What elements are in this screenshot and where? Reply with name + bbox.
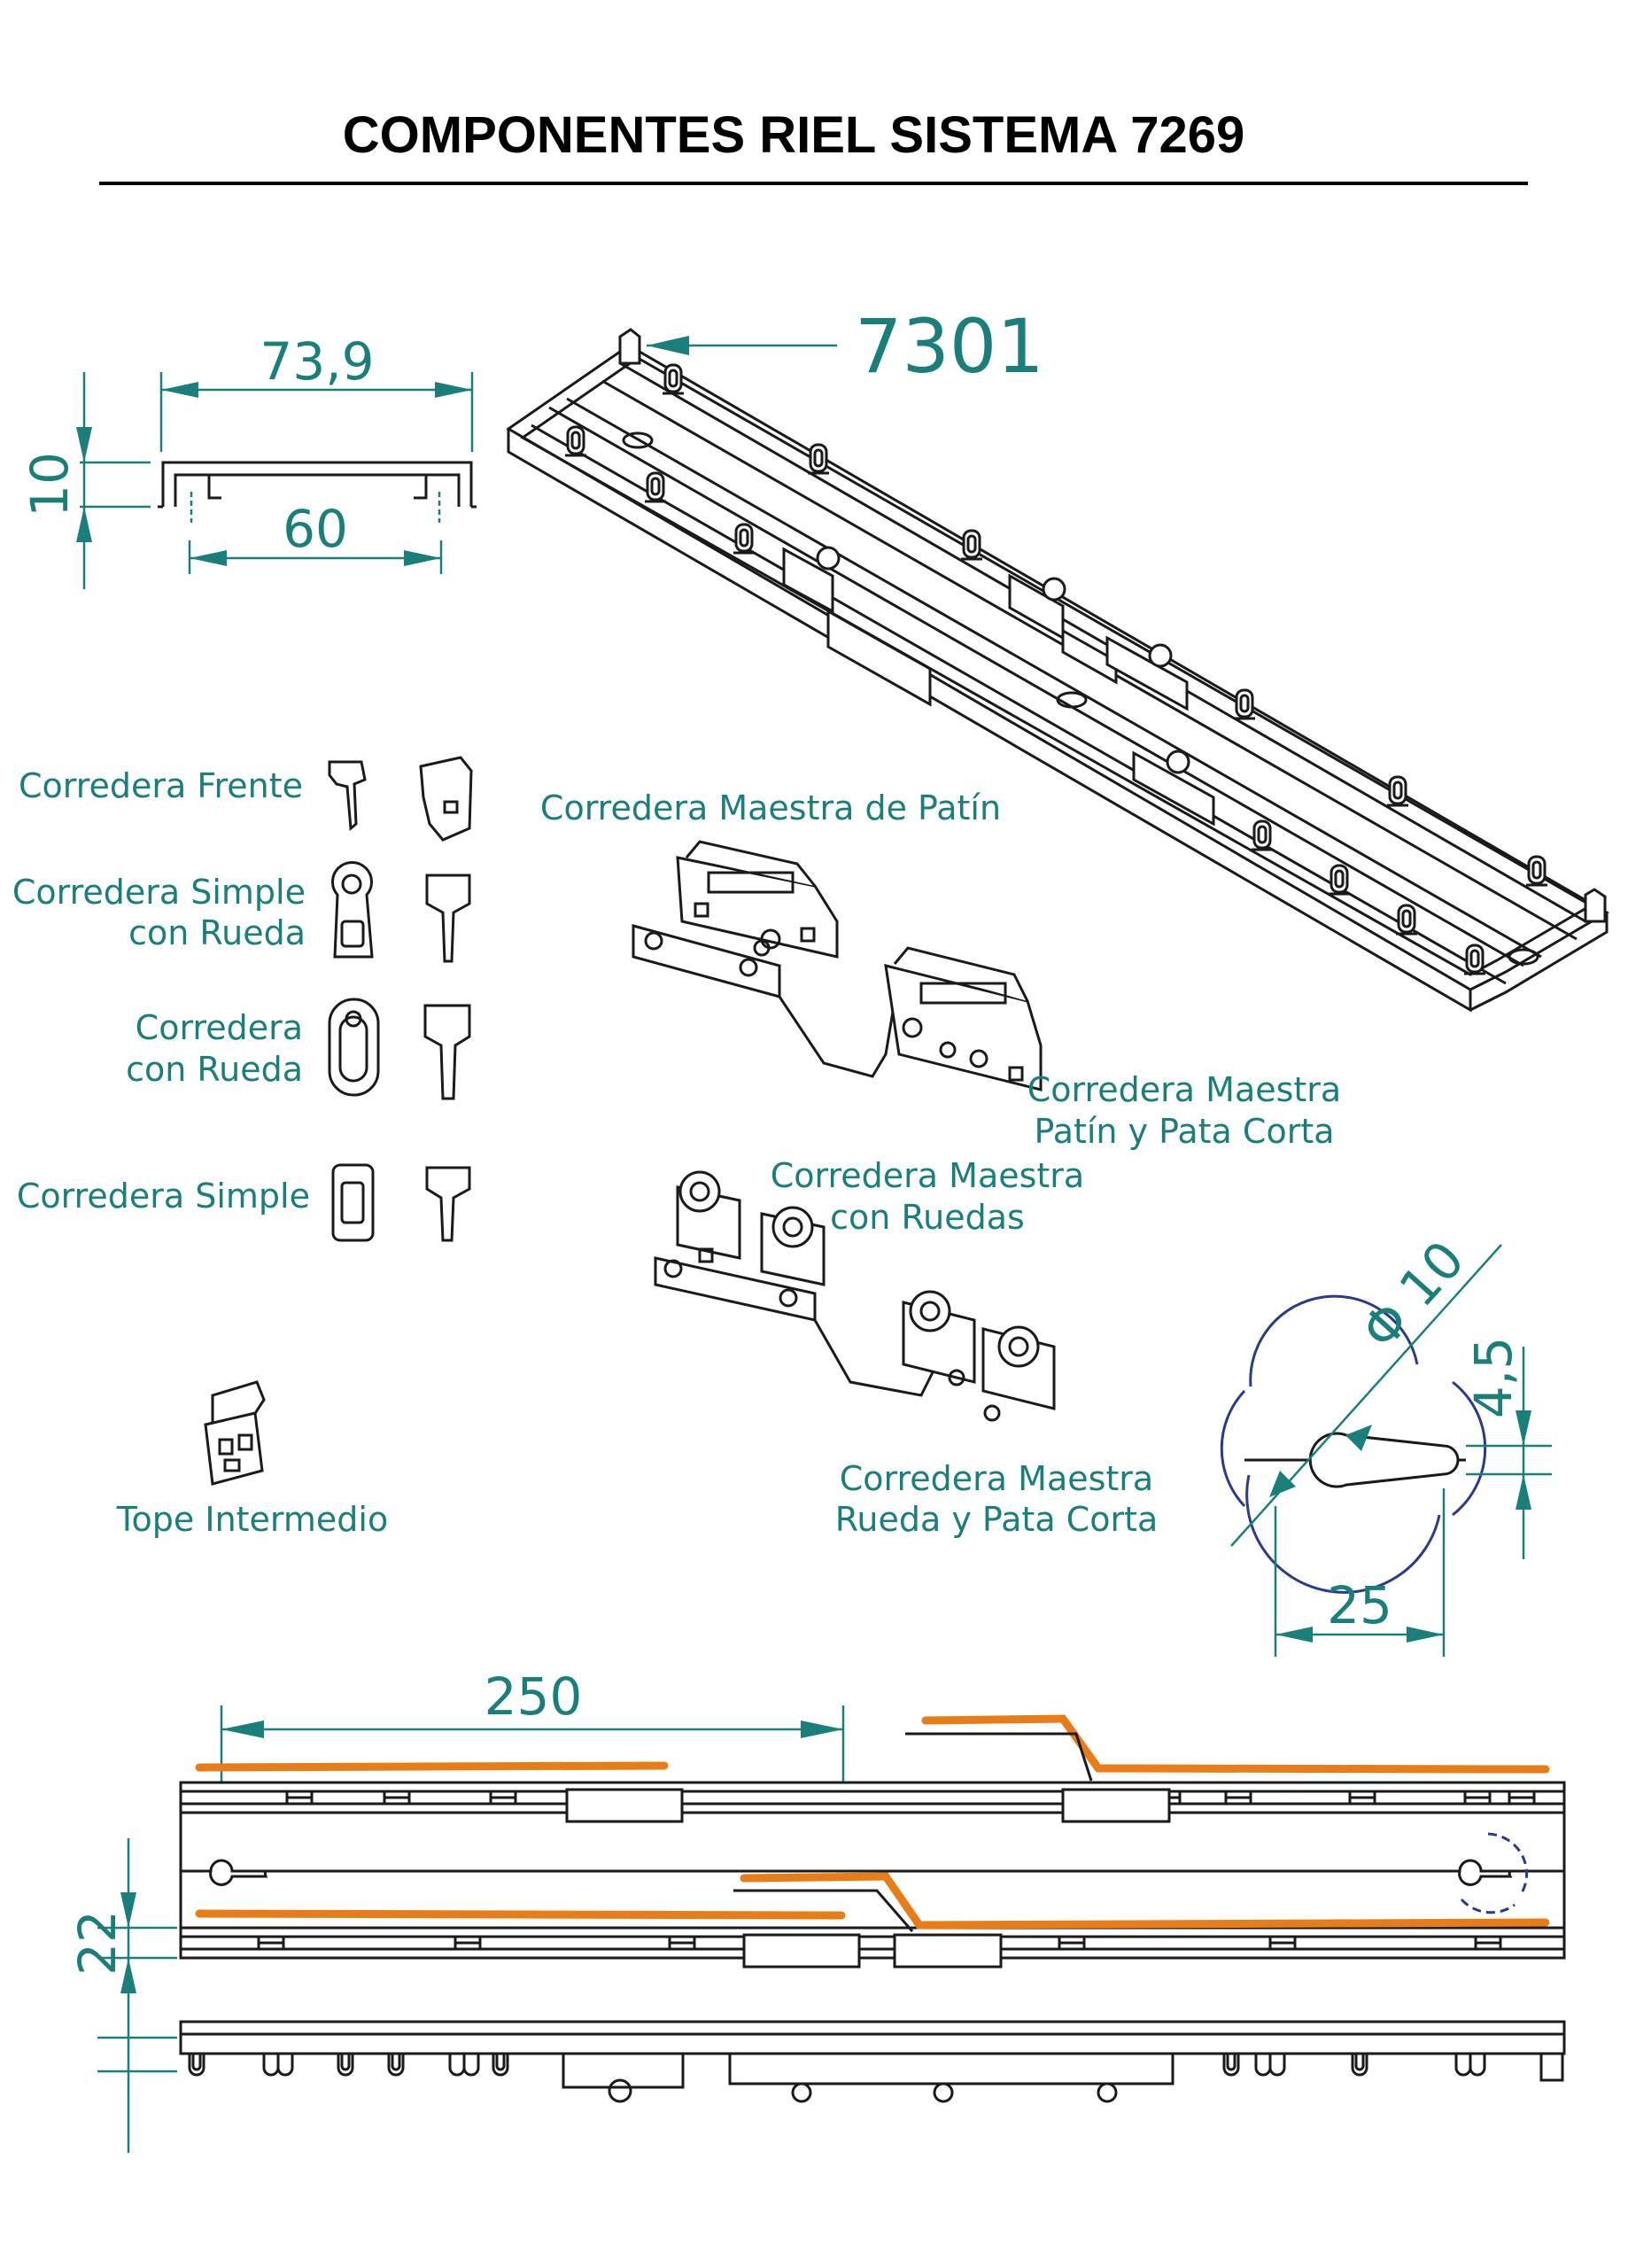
master-carriers: Corredera Maestra de Patín Corredera Mae… xyxy=(540,788,1341,1539)
frente-front-view xyxy=(328,760,367,831)
label-simple-rueda-1: Corredera Simple xyxy=(12,873,306,912)
frente-iso-view xyxy=(419,756,473,842)
simple-rueda-side-view xyxy=(425,874,471,963)
rail-code: 7301 xyxy=(855,303,1044,390)
label-rueda-2: con Rueda xyxy=(126,1050,303,1089)
dim-height: 10 xyxy=(19,452,80,517)
label-maestra-ruedas-2: con Ruedas xyxy=(830,1198,1025,1237)
dim-width-total: 73,9 xyxy=(260,331,374,392)
label-simple-rueda-2: con Rueda xyxy=(128,913,306,952)
dim-hole-length: 25 xyxy=(1327,1575,1392,1635)
maestra-patin-drawing xyxy=(632,840,896,1078)
tope-intermedio-drawing xyxy=(204,1380,266,1486)
profile-section: 73,9 60 10 xyxy=(19,331,477,589)
page-title: COMPONENTES RIEL SISTEMA 7269 xyxy=(343,106,1244,164)
keyhole-left xyxy=(209,1859,268,1886)
dim-bottom-spacing: 250 xyxy=(485,1666,583,1727)
dim-hole-offset: 4,5 xyxy=(1463,1337,1523,1418)
label-maestra-rueda-corta-2: Rueda y Pata Corta xyxy=(835,1500,1159,1539)
label-maestra-patin: Corredera Maestra de Patín xyxy=(540,788,1001,827)
keyhole-right xyxy=(1458,1859,1513,1886)
label-corredera-simple: Corredera Simple xyxy=(17,1177,310,1216)
label-tope-intermedio: Tope Intermedio xyxy=(116,1500,388,1539)
maestra-ruedas-drawing xyxy=(654,1170,1056,1422)
hole-detail: Φ 10 4,5 25 xyxy=(1220,1230,1552,1657)
rail-7301-isometric: 7301 xyxy=(506,303,1609,1013)
dim-bottom-height: 22 xyxy=(67,1910,128,1976)
bottom-assembly: 250 22 xyxy=(67,1666,1566,2153)
lower-rail xyxy=(179,1926,1566,1960)
simple-front-view xyxy=(331,1163,375,1242)
simple-side-view xyxy=(425,1166,471,1242)
dim-width-inner: 60 xyxy=(283,499,348,559)
side-rail xyxy=(179,2020,1566,2055)
label-rueda-1: Corredera xyxy=(136,1008,303,1047)
label-maestra-rueda-corta-1: Corredera Maestra xyxy=(840,1459,1153,1498)
rueda-side-view xyxy=(423,1004,471,1100)
maestra-patin-corta-drawing xyxy=(884,946,1043,1091)
label-maestra-patin-corta-2: Patín y Pata Corta xyxy=(1034,1112,1334,1151)
component-list: Corredera Frente Corredera Simple con Ru… xyxy=(12,756,473,1539)
label-corredera-frente: Corredera Frente xyxy=(19,766,303,805)
label-maestra-patin-corta-1: Corredera Maestra xyxy=(1027,1070,1341,1109)
label-maestra-ruedas-1: Corredera Maestra xyxy=(771,1156,1084,1195)
